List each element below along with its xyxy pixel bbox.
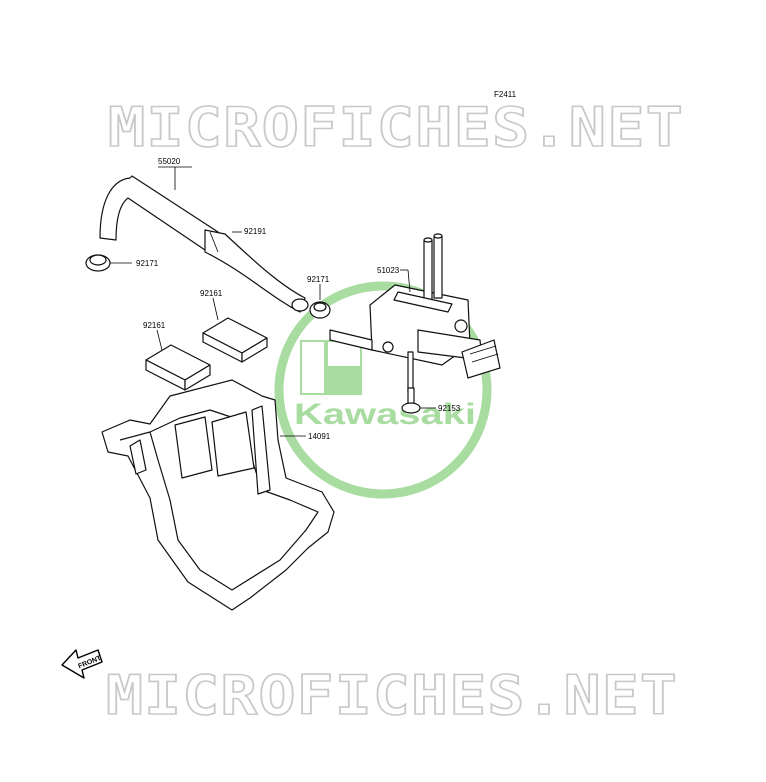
figure-code: F2411: [494, 90, 517, 99]
part-labels: 55020 92191 92171 92171 51023 92161 9216…: [136, 157, 461, 441]
part-label-92171-left: 92171: [136, 259, 159, 268]
part-fuel-cock: [329, 233, 501, 393]
front-arrow-icon: FRONT: [61, 649, 103, 679]
part-pad-upper: [202, 317, 268, 363]
part-clamp-left: [85, 254, 111, 272]
part-pad-lower: [145, 344, 211, 391]
watermark-bottom: MICROFICHES.NET: [106, 664, 678, 727]
part-label-51023: 51023: [377, 266, 400, 275]
part-label-55020: 55020: [158, 157, 181, 166]
kawasaki-logo-text: Kawasaki: [294, 398, 476, 431]
part-tray: [101, 379, 335, 611]
leader-lines: [110, 166, 436, 437]
watermark-top: MICROFICHES.NET: [108, 96, 684, 159]
part-clamp-right: [309, 301, 331, 319]
part-label-14091: 14091: [308, 432, 331, 441]
kawasaki-logo: Kawasaki: [274, 281, 492, 499]
part-hose: [99, 175, 309, 313]
part-label-92161-upper: 92161: [200, 289, 223, 298]
part-label-92191: 92191: [244, 227, 267, 236]
part-label-92153: 92153: [438, 404, 461, 413]
part-label-92171-right: 92171: [307, 275, 330, 284]
part-label-92161-lower: 92161: [143, 321, 166, 330]
